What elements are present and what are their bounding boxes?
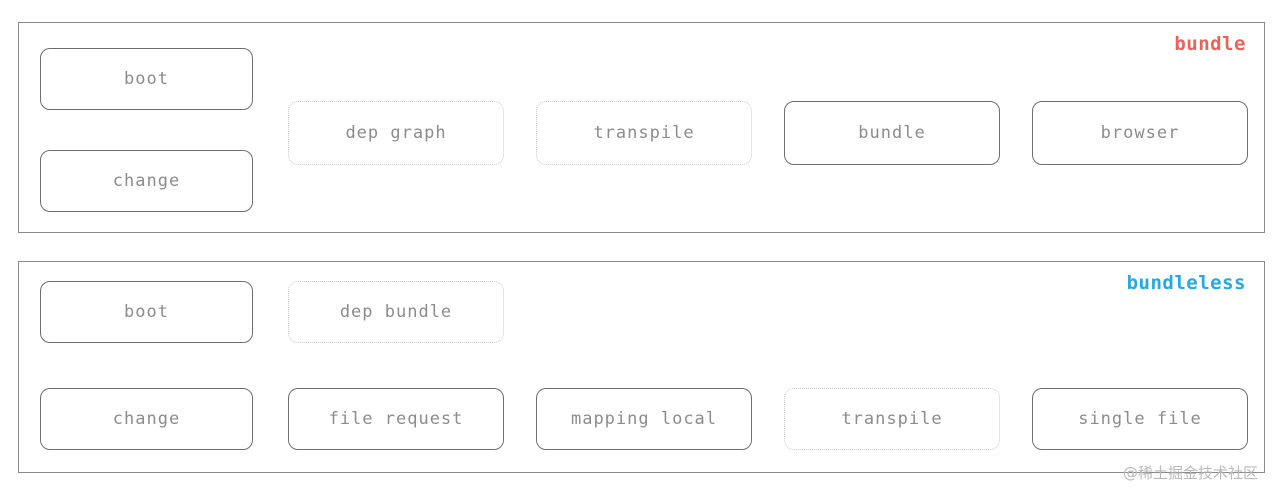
watermark: @稀土掘金技术社区 — [1122, 464, 1258, 482]
node-browser[interactable]: browser — [1032, 101, 1248, 165]
node-transpile-bundleless[interactable]: transpile — [784, 388, 1000, 450]
panel-title-bundleless: bundleless — [1126, 272, 1246, 294]
node-boot-bundle[interactable]: boot — [40, 48, 253, 110]
node-bundle[interactable]: bundle — [784, 101, 1000, 165]
node-boot-bundleless[interactable]: boot — [40, 281, 253, 343]
node-transpile-bundle[interactable]: transpile — [536, 101, 752, 165]
node-dep-bundle[interactable]: dep bundle — [288, 281, 504, 343]
node-change-bundle[interactable]: change — [40, 150, 253, 212]
node-single-file[interactable]: single file — [1032, 388, 1248, 450]
node-file-request[interactable]: file request — [288, 388, 504, 450]
panel-title-bundle: bundle — [1174, 33, 1246, 55]
node-mapping-local[interactable]: mapping local — [536, 388, 752, 450]
node-dep-graph[interactable]: dep graph — [288, 101, 504, 165]
node-change-bundleless[interactable]: change — [40, 388, 253, 450]
